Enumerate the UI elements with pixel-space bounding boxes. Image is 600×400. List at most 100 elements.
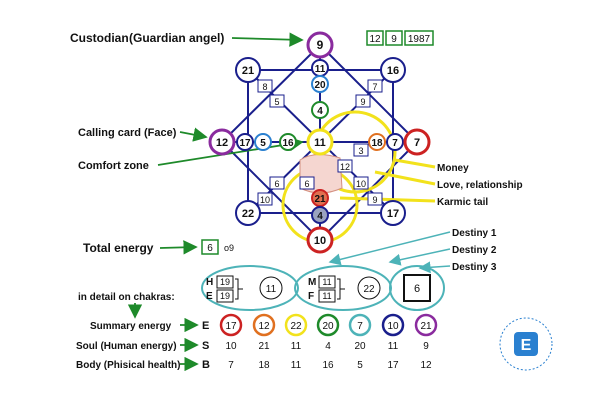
date-box-day	[366, 30, 384, 46]
destiny-h-box	[216, 275, 234, 289]
summary-circle-5	[348, 313, 372, 337]
summary-circle-1	[219, 313, 243, 337]
destiny2-result-circle	[357, 276, 381, 300]
square-c1-text: 3	[358, 146, 363, 156]
square-tl-b-text: 5	[274, 97, 279, 107]
node-top-mid	[311, 75, 329, 93]
logo-letter: E	[521, 337, 532, 354]
soul-value-3: 11	[291, 341, 302, 352]
date-box-year	[404, 30, 434, 46]
destiny1-ellipse	[201, 265, 299, 311]
node-left-text: 12	[216, 137, 228, 149]
creative-electronics-logo: E	[499, 317, 553, 371]
body-value-5: 5	[357, 360, 363, 371]
destiny-m-value: 11	[322, 277, 331, 287]
square-tr-b-text: 9	[360, 97, 365, 107]
node-top-text: 9	[317, 38, 324, 52]
node-bottom-up2	[311, 206, 329, 224]
total-energy-label: Total energy	[83, 241, 154, 255]
node-bottom-right	[380, 200, 406, 226]
destiny-e-box	[216, 289, 234, 303]
node-bottom-left	[235, 200, 261, 226]
square-tl-a	[257, 79, 273, 93]
node-center-text: 11	[314, 137, 326, 149]
square-c4	[299, 176, 315, 190]
destiny-m-box	[318, 275, 336, 289]
square-c2	[337, 159, 353, 173]
node-bottom	[306, 226, 334, 254]
date-box-month	[385, 30, 403, 46]
node-left-in3	[279, 133, 297, 151]
chakras-label: in detail on chakras:	[78, 292, 175, 303]
node-right-text: 7	[414, 137, 420, 149]
node-top-right-text: 16	[387, 65, 399, 77]
karmic-tail-label: Karmic tail	[437, 197, 488, 208]
node-top-mid-text: 20	[314, 80, 326, 91]
summary-value-5: 7	[357, 321, 363, 332]
destiny1-result-circle	[259, 276, 283, 300]
square-bl-a	[269, 176, 285, 190]
destiny3-value: 6	[414, 283, 420, 295]
square-bl-a-text: 6	[274, 179, 279, 189]
square-tr-b	[355, 94, 371, 108]
node-center	[306, 128, 334, 156]
soul-value-2: 21	[258, 341, 270, 352]
money-label: Money	[437, 163, 469, 174]
date-year: 1987	[408, 34, 431, 45]
summary-value-7: 21	[420, 321, 432, 332]
soul-value-7: 9	[423, 341, 429, 352]
total-energy-value: 6	[207, 243, 213, 254]
node-top-right	[380, 57, 406, 83]
love-label: Love, relationship	[437, 180, 523, 191]
destiny-groups: H E 19 19 11 M F 11 11 22 6	[201, 265, 445, 311]
total-energy-box	[201, 239, 219, 255]
square-bl-b	[257, 192, 273, 206]
node-right-in2	[386, 133, 404, 151]
soul-value-6: 11	[388, 341, 399, 352]
node-left-in1	[236, 133, 254, 151]
date-month: 9	[391, 34, 397, 45]
calling-card-label: Calling card (Face)	[78, 127, 177, 139]
soul-value-4: 4	[325, 341, 331, 352]
summary-value-6: 10	[387, 321, 399, 332]
comfort-zone-label: Comfort zone	[78, 160, 149, 172]
summary-label: Summary energy	[90, 321, 172, 332]
summary-letter: E	[202, 320, 209, 332]
matrix-square-texts: 8 5 7 9 6 10 3 12 10 6 9	[260, 82, 378, 205]
node-top-low-text: 4	[317, 106, 323, 117]
summary-value-3: 22	[290, 321, 302, 332]
body-value-6: 17	[387, 360, 399, 371]
node-top-left	[235, 57, 261, 83]
node-left-in2-text: 5	[260, 138, 266, 149]
yellow-arrows	[339, 158, 436, 203]
destiny-f-value: 11	[322, 291, 331, 301]
node-right-in-text: 18	[371, 138, 383, 149]
destiny3-label: Destiny 3	[452, 262, 497, 273]
summary-circle-7	[414, 313, 438, 337]
square-c2-text: 12	[340, 162, 350, 172]
summary-circle-4	[316, 313, 340, 337]
destiny-f-box	[318, 289, 336, 303]
node-left	[208, 128, 236, 156]
node-right	[403, 128, 431, 156]
body-label: Body (Phisical health)	[76, 360, 180, 371]
soul-value-5: 20	[354, 341, 366, 352]
body-letter: B	[202, 359, 210, 371]
teal-arrows	[328, 231, 451, 274]
logo-e-icon	[514, 332, 538, 356]
green-arrows	[127, 32, 304, 372]
square-c3-text: 10	[356, 179, 366, 189]
soul-label: Soul (Human energy)	[76, 341, 177, 352]
summary-row: 17 12 22 20 7 10 21	[219, 313, 438, 337]
soul-value-1: 10	[225, 341, 237, 352]
node-bottom-left-text: 22	[242, 208, 254, 220]
node-left-in1-text: 17	[239, 138, 251, 149]
summary-circle-2	[252, 313, 276, 337]
summary-value-1: 17	[225, 321, 237, 332]
date-day: 12	[369, 34, 381, 45]
node-left-in2	[254, 133, 272, 151]
node-bottom-text: 10	[314, 235, 326, 247]
matrix-squares	[257, 79, 383, 206]
destiny-e-letter: E	[206, 291, 213, 302]
custodian-label: Custodian	[70, 31, 129, 45]
